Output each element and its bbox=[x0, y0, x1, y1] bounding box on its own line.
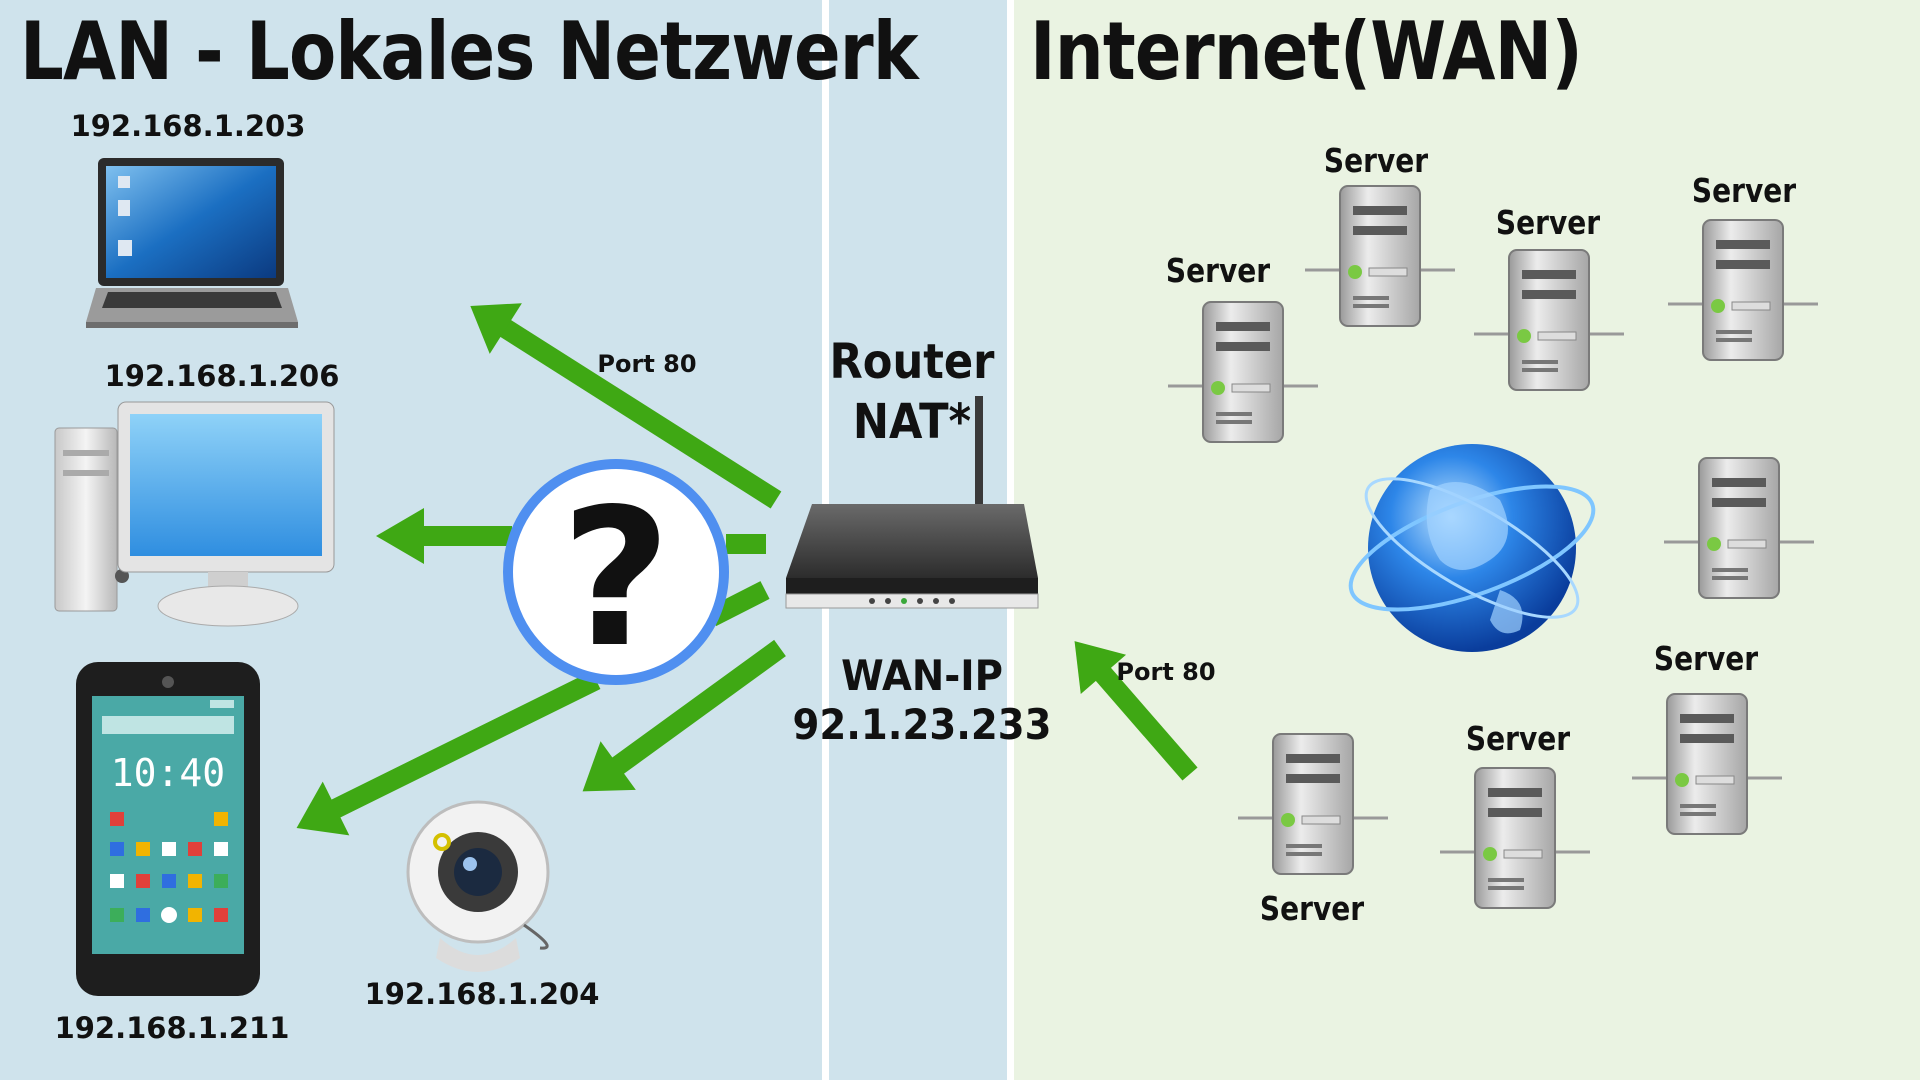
server-label: Server bbox=[1259, 889, 1365, 928]
lan-port-label: Port 80 bbox=[597, 350, 697, 378]
desktop-ip-label: 192.168.1.206 bbox=[104, 359, 340, 393]
laptop-icon bbox=[86, 158, 298, 328]
phone-ip-label: 192.168.1.211 bbox=[54, 1011, 290, 1045]
server-label: Server bbox=[1495, 203, 1601, 242]
arrow-stub-1 bbox=[726, 534, 766, 554]
desktop-computer-icon bbox=[54, 401, 335, 627]
laptop-ip-label: 192.168.1.203 bbox=[70, 109, 306, 143]
wan-port-label: Port 80 bbox=[1116, 658, 1216, 686]
server-icon bbox=[1168, 301, 1318, 443]
smartphone-icon: 10:40 bbox=[76, 662, 260, 996]
server-icon bbox=[1632, 693, 1782, 835]
server-label: Server bbox=[1165, 251, 1271, 290]
lan-title: LAN - Lokales Netzwerk bbox=[20, 5, 919, 98]
server-label: Server bbox=[1653, 639, 1759, 678]
server-icon bbox=[1668, 219, 1818, 361]
server-icon bbox=[1238, 733, 1388, 875]
webcam-ip-label: 192.168.1.204 bbox=[364, 977, 600, 1011]
server-label: Server bbox=[1323, 141, 1429, 180]
wan-ip-value: 92.1.23.233 bbox=[792, 700, 1052, 749]
arrow-from-internet bbox=[1074, 641, 1198, 781]
wan-ip-title: WAN-IP bbox=[841, 651, 1003, 700]
arrow-to-phone bbox=[296, 671, 601, 836]
server-icon bbox=[1474, 249, 1624, 391]
server-icon bbox=[1440, 767, 1590, 909]
phone-clock: 10:40 bbox=[111, 751, 225, 795]
question-circle: ? bbox=[503, 459, 729, 689]
wan-title: Internet(WAN) bbox=[1030, 5, 1583, 98]
server-icon bbox=[1305, 185, 1455, 327]
question-mark: ? bbox=[561, 468, 671, 689]
router-icon bbox=[785, 396, 1039, 609]
router-label: Router bbox=[829, 334, 995, 390]
arrow-to-laptop bbox=[470, 303, 782, 509]
arrow-stub-2 bbox=[706, 581, 770, 627]
webcam-icon bbox=[406, 800, 550, 972]
arrow-to-webcam bbox=[582, 639, 786, 792]
traffic-arrows bbox=[296, 303, 1198, 836]
server-icon bbox=[1664, 457, 1814, 599]
nat-label: NAT* bbox=[852, 394, 972, 450]
server-label: Server bbox=[1465, 719, 1571, 758]
internet-globe-icon bbox=[1348, 444, 1596, 652]
arrow-to-desktop bbox=[376, 508, 512, 564]
server-label: Server bbox=[1691, 171, 1797, 210]
